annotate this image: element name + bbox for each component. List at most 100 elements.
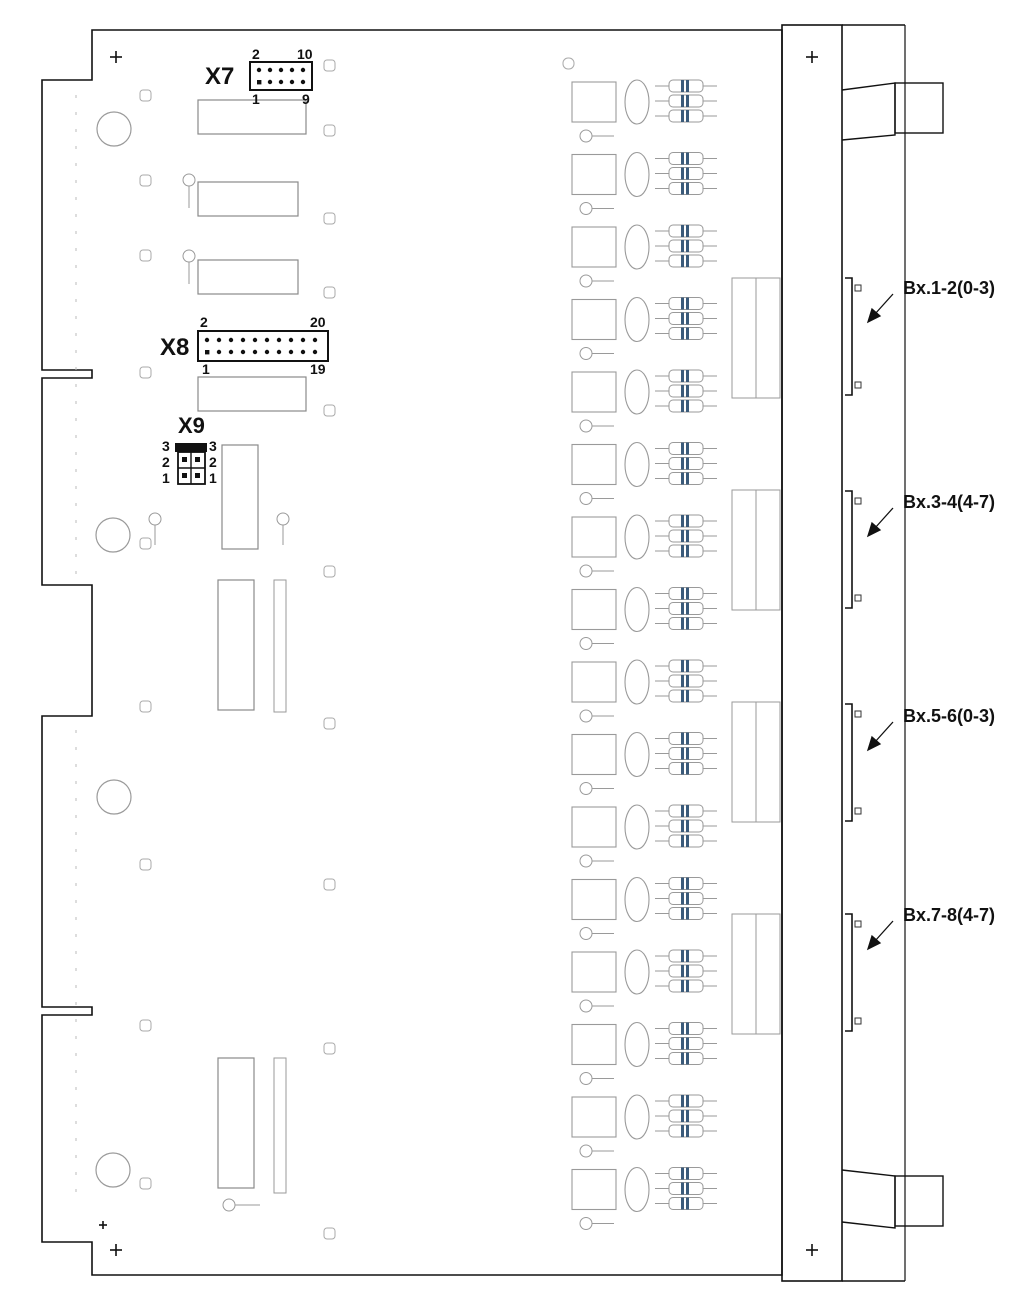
resistor-band (681, 110, 684, 122)
capacitor (624, 586, 650, 633)
optocoupler (571, 371, 617, 413)
resistor-band (681, 1095, 684, 1107)
resistor-band (681, 805, 684, 817)
x8-pin-top-left: 2 (200, 314, 208, 330)
resistor-band (681, 225, 684, 237)
resistor-band (681, 762, 684, 775)
resistor-band (681, 297, 684, 310)
x9-pin-left-1: 1 (162, 470, 170, 486)
front-panel (781, 24, 843, 1282)
top-handle-grip (894, 82, 944, 134)
bottom-handle (841, 1169, 896, 1229)
resistor-band (686, 1110, 689, 1122)
input-label-1: Bx.1-2(0-3) (903, 278, 995, 298)
input-arrow (866, 293, 894, 951)
resistor-band (681, 327, 684, 340)
capacitor (624, 1094, 650, 1140)
resistor-band (681, 965, 684, 977)
resistor-band (681, 1197, 684, 1210)
resistor-band (686, 950, 689, 962)
resistor-band (681, 312, 684, 325)
resistor-band (681, 1167, 684, 1180)
dip-ic (197, 99, 307, 1189)
bottom-handle-grip (894, 1175, 944, 1227)
led (579, 1217, 593, 1230)
x9-pin-left-3: 3 (162, 438, 170, 454)
led (579, 709, 593, 723)
resistor-band (686, 515, 689, 527)
input-label-2: Bx.3-4(4-7) (903, 492, 995, 512)
resistor-band (686, 530, 689, 542)
mount-screw-icon (99, 51, 818, 1256)
resistor-band (681, 747, 684, 760)
capacitor (624, 369, 650, 415)
connector-x8-label: X8 (160, 334, 189, 361)
top-handle (841, 82, 896, 141)
led (579, 782, 593, 795)
resistor-band (681, 617, 684, 630)
panel-socket (845, 277, 853, 1032)
resistor-band (681, 980, 684, 992)
x7-pin-top-left: 2 (252, 46, 260, 62)
resistor-band (681, 1052, 684, 1065)
resistor-band (681, 152, 684, 165)
resistor-band (686, 805, 689, 817)
resistor-band (686, 1037, 689, 1050)
resistor-band (686, 1197, 689, 1210)
resistor-band (681, 95, 684, 107)
capacitor (624, 949, 650, 995)
led (579, 564, 593, 578)
resistor-band (686, 472, 689, 485)
x9-pin-right-2: 2 (209, 454, 217, 470)
resistor-band (686, 1022, 689, 1035)
resistor-band (686, 602, 689, 615)
input-label-3: Bx.5-6(0-3) (903, 706, 995, 726)
capacitor (624, 659, 650, 705)
optocoupler (571, 588, 617, 631)
board-outline (41, 29, 783, 1276)
resistor-band (686, 167, 689, 180)
led (579, 1072, 593, 1085)
resistor-band (681, 370, 684, 382)
resistor-band (681, 1182, 684, 1195)
capacitor (624, 876, 650, 923)
resistor-band (686, 820, 689, 832)
optocoupler (571, 1168, 617, 1211)
input-channel-array (571, 79, 717, 1230)
resistor-band (686, 442, 689, 455)
resistor-band (686, 732, 689, 745)
via-pad (139, 57, 575, 1240)
capacitor (624, 224, 650, 270)
capacitor (624, 1021, 650, 1068)
x8-pin-bottom-right: 19 (310, 361, 326, 377)
capacitor (624, 804, 650, 850)
resistor-band (681, 820, 684, 832)
connector-x7-label: X7 (205, 63, 234, 90)
resistor-band (686, 327, 689, 340)
connector-x8 (197, 330, 329, 362)
resistor-band (686, 617, 689, 630)
x7-pin-bottom-right: 9 (302, 91, 310, 107)
resistor-band (686, 95, 689, 107)
resistor-band (681, 385, 684, 397)
optocoupler (571, 733, 617, 776)
led (579, 347, 593, 360)
resistor-band (681, 515, 684, 527)
capacitor (624, 151, 650, 198)
capacitor (624, 296, 650, 343)
resistor-band (686, 255, 689, 267)
resistor-band (681, 907, 684, 920)
resistor-band (686, 690, 689, 702)
resistor-band (686, 182, 689, 195)
led (579, 854, 593, 868)
led (579, 492, 593, 505)
resistor-band (686, 660, 689, 672)
resistor-band (681, 1125, 684, 1137)
resistor-band (686, 400, 689, 412)
resistor-band (681, 457, 684, 470)
x7-pin-bottom-left: 1 (252, 91, 260, 107)
resistor-band (681, 587, 684, 600)
resistor-band (686, 835, 689, 847)
resistor-band (681, 472, 684, 485)
